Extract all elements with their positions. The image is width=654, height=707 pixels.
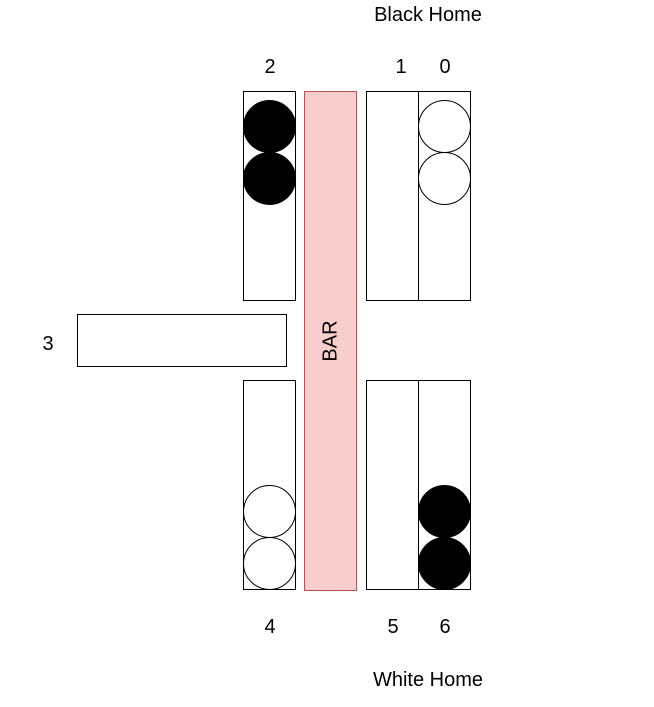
point-label-2: 2	[264, 56, 276, 78]
point-5[interactable]	[366, 380, 419, 590]
white-checker[interactable]	[418, 152, 471, 205]
black-checker[interactable]	[243, 100, 296, 153]
point-label-5: 5	[387, 616, 399, 638]
point-label-6: 6	[439, 616, 451, 638]
point-label-4: 4	[264, 616, 276, 638]
point-label-1: 1	[395, 56, 407, 78]
white-checker[interactable]	[243, 485, 296, 538]
black-checker[interactable]	[418, 485, 471, 538]
black-checker[interactable]	[418, 537, 471, 590]
point-label-3: 3	[42, 333, 54, 355]
bar[interactable]: BAR	[304, 91, 357, 591]
black-home-label: Black Home	[374, 4, 482, 26]
point-label-0: 0	[439, 56, 451, 78]
white-home-label: White Home	[372, 669, 484, 691]
white-checker[interactable]	[243, 537, 296, 590]
point-3[interactable]	[77, 314, 287, 367]
black-checker[interactable]	[243, 152, 296, 205]
white-checker[interactable]	[418, 100, 471, 153]
bar-label: BAR	[319, 320, 341, 362]
point-1[interactable]	[366, 91, 419, 301]
